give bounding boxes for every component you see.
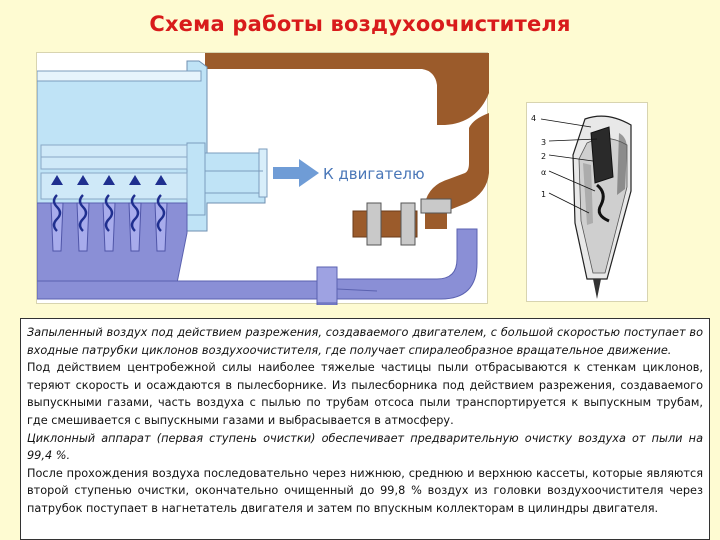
description-paragraph-2: Под действием центробежной силы наиболее… bbox=[27, 361, 703, 427]
cyclone-label-2: 2 bbox=[541, 152, 546, 161]
cyclone-label-1: 1 bbox=[541, 190, 546, 199]
cyclone-tubes bbox=[50, 202, 168, 252]
description-box: Запыленный воздух под действием разрежен… bbox=[20, 318, 710, 540]
air-cleaner-diagram: К двигателю bbox=[36, 52, 489, 306]
cyclone-label-alpha: α bbox=[541, 168, 546, 177]
swirl-arrows bbox=[52, 194, 166, 232]
cyclone-label-3: 3 bbox=[541, 138, 546, 147]
air-cleaner-schematic: К двигателю bbox=[36, 53, 489, 306]
dust-outlet-pipe bbox=[36, 228, 478, 306]
airflow-arrow bbox=[273, 159, 319, 187]
page-title: Схема работы воздухоочистителя bbox=[149, 12, 571, 36]
cyclone-schematic: 4 3 2 α 1 bbox=[531, 114, 632, 299]
cyclone-diagram: 4 3 2 α 1 bbox=[526, 102, 648, 302]
brown-upper-casing bbox=[205, 53, 489, 125]
description-paragraph-1: Запыленный воздух под действием разрежен… bbox=[27, 326, 703, 357]
description-paragraph-3: Циклонный аппарат (первая ступень очистк… bbox=[27, 431, 703, 463]
cyclone-inner-tube bbox=[590, 126, 614, 184]
cyclone-dust-outlet bbox=[593, 279, 601, 299]
arrow-label: К двигателю bbox=[323, 165, 425, 183]
description-paragraph-4: После прохождения воздуха последовательн… bbox=[27, 466, 703, 515]
cyclone-label-4: 4 bbox=[531, 114, 536, 123]
